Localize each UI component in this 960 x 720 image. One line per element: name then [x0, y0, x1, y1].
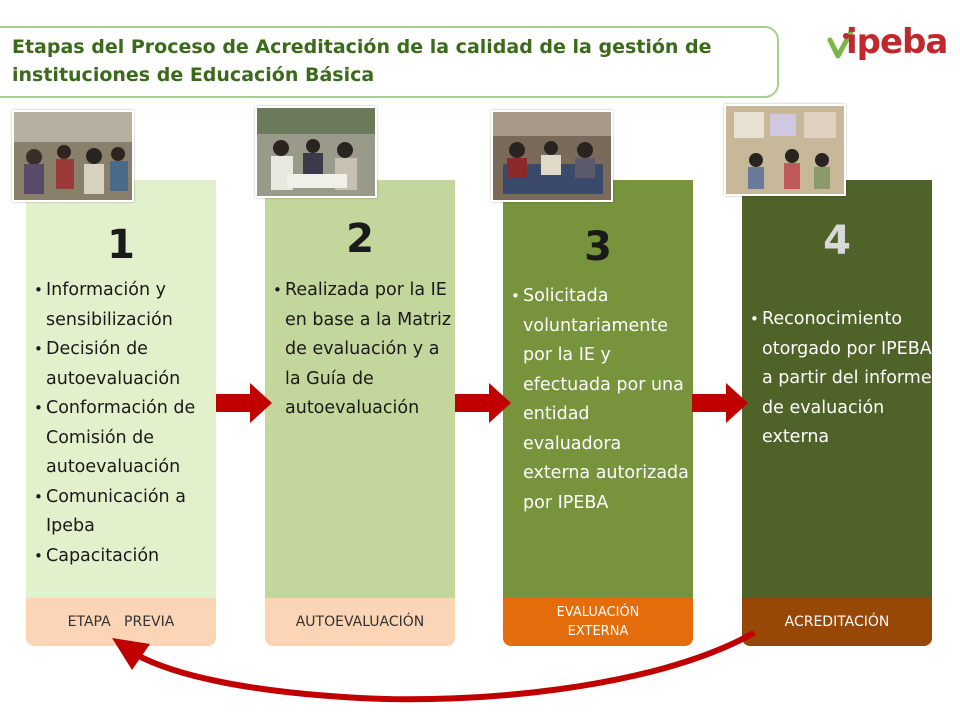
list-item: Reconocimiento otorgado por IPEBA a part…	[750, 305, 932, 453]
classroom-photo	[726, 106, 844, 194]
stage-3-panel: 3 Solicitada voluntariamente por la IE y…	[503, 180, 693, 598]
list-item: Información y sensibilización	[34, 276, 214, 335]
stage-3-photo	[491, 110, 613, 202]
stage-4-number: 4	[823, 218, 851, 264]
stage-2-number: 2	[346, 216, 374, 262]
arrow-right-icon	[692, 383, 748, 423]
list-item: Solicitada voluntariamente por la IE y e…	[511, 282, 691, 518]
stage-3-list: Solicitada voluntariamente por la IE y e…	[511, 282, 691, 518]
stage-2-photo	[255, 106, 377, 198]
arrow-right-icon	[455, 383, 511, 423]
group-meeting-photo	[14, 112, 132, 200]
title-box	[0, 26, 779, 98]
page-title: Etapas del Proceso de Acreditación de la…	[12, 36, 712, 86]
stage-4-photo	[724, 104, 846, 196]
cycle-return-arrow-icon	[112, 631, 755, 703]
evaluation-meeting-photo	[493, 112, 611, 200]
list-item: Realizada por la IE en base a la Matriz …	[273, 276, 453, 424]
stage-1-label: ETAPA PREVIA	[26, 598, 216, 646]
arrow-right-icon	[216, 383, 272, 423]
stage-1-list: Información y sensibilización Decisión d…	[34, 276, 214, 571]
stage-2-list: Realizada por la IE en base a la Matriz …	[273, 276, 453, 424]
list-item: Comunicación a Ipeba	[34, 483, 214, 542]
list-item: Capacitación	[34, 542, 214, 572]
logo-text: ipeba	[846, 22, 948, 62]
list-item: Conformación de Comisión de autoevaluaci…	[34, 394, 214, 483]
list-item: Decisión de autoevaluación	[34, 335, 214, 394]
logo-mark-icon	[827, 27, 855, 59]
workshop-photo	[257, 108, 375, 196]
stage-1-number: 1	[107, 222, 135, 268]
stage-4-label: ACREDITACIÓN	[742, 598, 932, 646]
stage-4-list: Reconocimiento otorgado por IPEBA a part…	[750, 305, 932, 453]
stage-2-panel: 2 Realizada por la IE en base a la Matri…	[265, 180, 455, 598]
stage-1-panel: 1 Información y sensibilización Decisión…	[26, 180, 216, 598]
stage-1-photo	[12, 110, 134, 202]
stage-3-label: EVALUACIÓN EXTERNA	[503, 598, 693, 646]
stage-4-panel: 4 Reconocimiento otorgado por IPEBA a pa…	[742, 180, 932, 598]
stage-3-number: 3	[584, 224, 612, 270]
stage-2-label: AUTOEVALUACIÓN	[265, 598, 455, 646]
ipeba-logo: ipeba	[826, 22, 948, 68]
